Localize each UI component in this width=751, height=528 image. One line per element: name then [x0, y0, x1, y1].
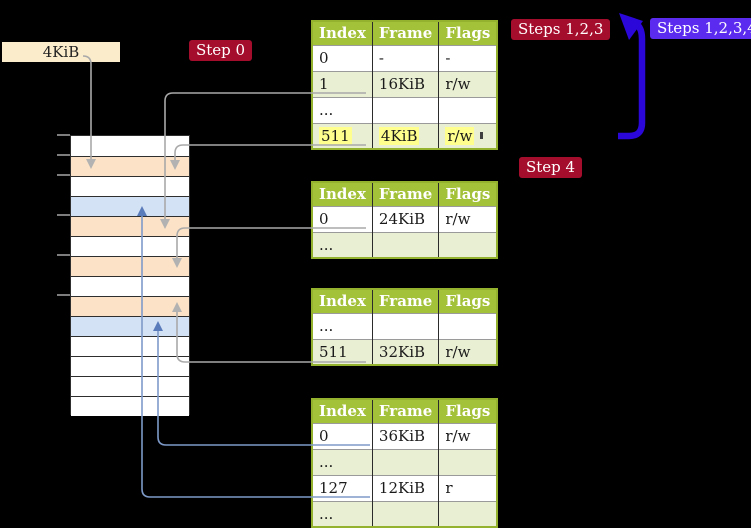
- table-row: 0 24KiB r/w: [312, 205, 498, 232]
- table-row: 0 - -: [312, 44, 498, 71]
- step-4-badge: Step 4: [519, 157, 583, 178]
- step-0-badge: Step 0: [189, 40, 253, 61]
- table-row-recursive-entry: 511 4KiB r/w: [312, 122, 498, 149]
- memory-row: [71, 196, 189, 216]
- table-cell: [438, 312, 498, 339]
- table-cell: -: [371, 44, 439, 71]
- table-cell: 32KiB: [371, 338, 439, 365]
- memory-row: [71, 356, 189, 376]
- table-header-cell: Frame: [371, 182, 439, 206]
- table-header-cell: Flags: [438, 182, 498, 206]
- table-header-cell: Index: [312, 182, 373, 206]
- tick-mark: [57, 174, 70, 176]
- memory-row: [71, 176, 189, 196]
- table-row: ...: [312, 312, 498, 339]
- highlighted-value: r/w: [445, 126, 475, 145]
- table-header-cell: Index: [312, 21, 373, 45]
- page-table-level1: Index Frame Flags 0 36KiB r/w ... 127 12…: [311, 398, 499, 528]
- tick-mark: [57, 134, 70, 136]
- highlighted-value: 511: [319, 126, 352, 145]
- recursive-arrowhead: [619, 13, 643, 40]
- table-row: 511 32KiB r/w: [312, 338, 498, 365]
- table-cell: r/w: [438, 70, 498, 97]
- table-row: ...: [312, 500, 498, 527]
- memory-row: [71, 396, 189, 416]
- table-cell: 511: [312, 338, 373, 365]
- table-cell: 0: [312, 422, 373, 449]
- table-cell: [438, 448, 498, 475]
- table-row: 127 12KiB r: [312, 474, 498, 501]
- tick-mark: [57, 214, 70, 216]
- table-cell: 24KiB: [371, 205, 439, 232]
- memory-row: [71, 256, 189, 276]
- table-cell: r/w: [438, 338, 498, 365]
- frame-size-label: 4KiB: [2, 42, 120, 62]
- table-header-cell: Flags: [438, 399, 498, 423]
- table-row: 1 16KiB r/w: [312, 70, 498, 97]
- table-cell: ...: [312, 231, 373, 258]
- table-cell: ...: [312, 500, 373, 527]
- page-table-level3: Index Frame Flags 0 24KiB r/w ...: [311, 181, 499, 259]
- table-cell: 4KiB: [371, 122, 439, 149]
- table-cell: 0: [312, 44, 373, 71]
- table-cell: 36KiB: [371, 422, 439, 449]
- recursive-arrow: [618, 20, 646, 140]
- table-cell: r/w: [438, 422, 498, 449]
- table-cell: 1: [312, 70, 373, 97]
- memory-row: [71, 216, 189, 236]
- table-header-cell: Flags: [438, 21, 498, 45]
- table-cell: 12KiB: [371, 474, 439, 501]
- table-cell: [438, 500, 498, 527]
- tick-mark: [57, 294, 70, 296]
- table-cell: [438, 231, 498, 258]
- table-row: ...: [312, 231, 498, 258]
- table-cell: 127: [312, 474, 373, 501]
- table-cell: [371, 231, 439, 258]
- table-header-cell: Frame: [371, 289, 439, 313]
- memory-row: [71, 236, 189, 256]
- table-cell: [371, 312, 439, 339]
- steps-1234-badge: Steps 1,2,3,4: [650, 18, 751, 39]
- table-cell: 0: [312, 205, 373, 232]
- table-cell: r/w: [438, 205, 498, 232]
- memory-row: [71, 136, 189, 156]
- table-row: ...: [312, 96, 498, 123]
- memory-row: [71, 316, 189, 336]
- table-cell: 511: [312, 122, 373, 149]
- table-cell: [371, 500, 439, 527]
- table-cell: -: [438, 44, 498, 71]
- table-cell: 16KiB: [371, 70, 439, 97]
- table-header-cell: Index: [312, 399, 373, 423]
- table-header-cell: Frame: [371, 21, 439, 45]
- table-cell: r: [438, 474, 498, 501]
- table-cell: ...: [312, 448, 373, 475]
- memory-row: [71, 336, 189, 356]
- page-table-level2: Index Frame Flags ... 511 32KiB r/w: [311, 288, 499, 366]
- tick-mark: [57, 254, 70, 256]
- page-table-level4: Index Frame Flags 0 - - 1 16KiB r/w ... …: [311, 20, 499, 150]
- table-cell: [371, 96, 439, 123]
- table-cell: ...: [312, 312, 373, 339]
- steps-123-badge: Steps 1,2,3: [511, 19, 611, 40]
- table-header-cell: Flags: [438, 289, 498, 313]
- table-cell: [438, 96, 498, 123]
- table-header-cell: Frame: [371, 399, 439, 423]
- memory-row: [71, 276, 189, 296]
- memory-row: [71, 376, 189, 396]
- memory-row: [71, 296, 189, 316]
- memory-row: [71, 156, 189, 176]
- tick-mark: [57, 154, 70, 156]
- table-cell: ...: [312, 96, 373, 123]
- table-row: 0 36KiB r/w: [312, 422, 498, 449]
- table-row: ...: [312, 448, 498, 475]
- highlighted-value: 4KiB: [378, 126, 420, 145]
- table-cell: r/w: [438, 122, 498, 149]
- table-header-cell: Index: [312, 289, 373, 313]
- table-cell: [371, 448, 439, 475]
- memory-column: [70, 135, 190, 416]
